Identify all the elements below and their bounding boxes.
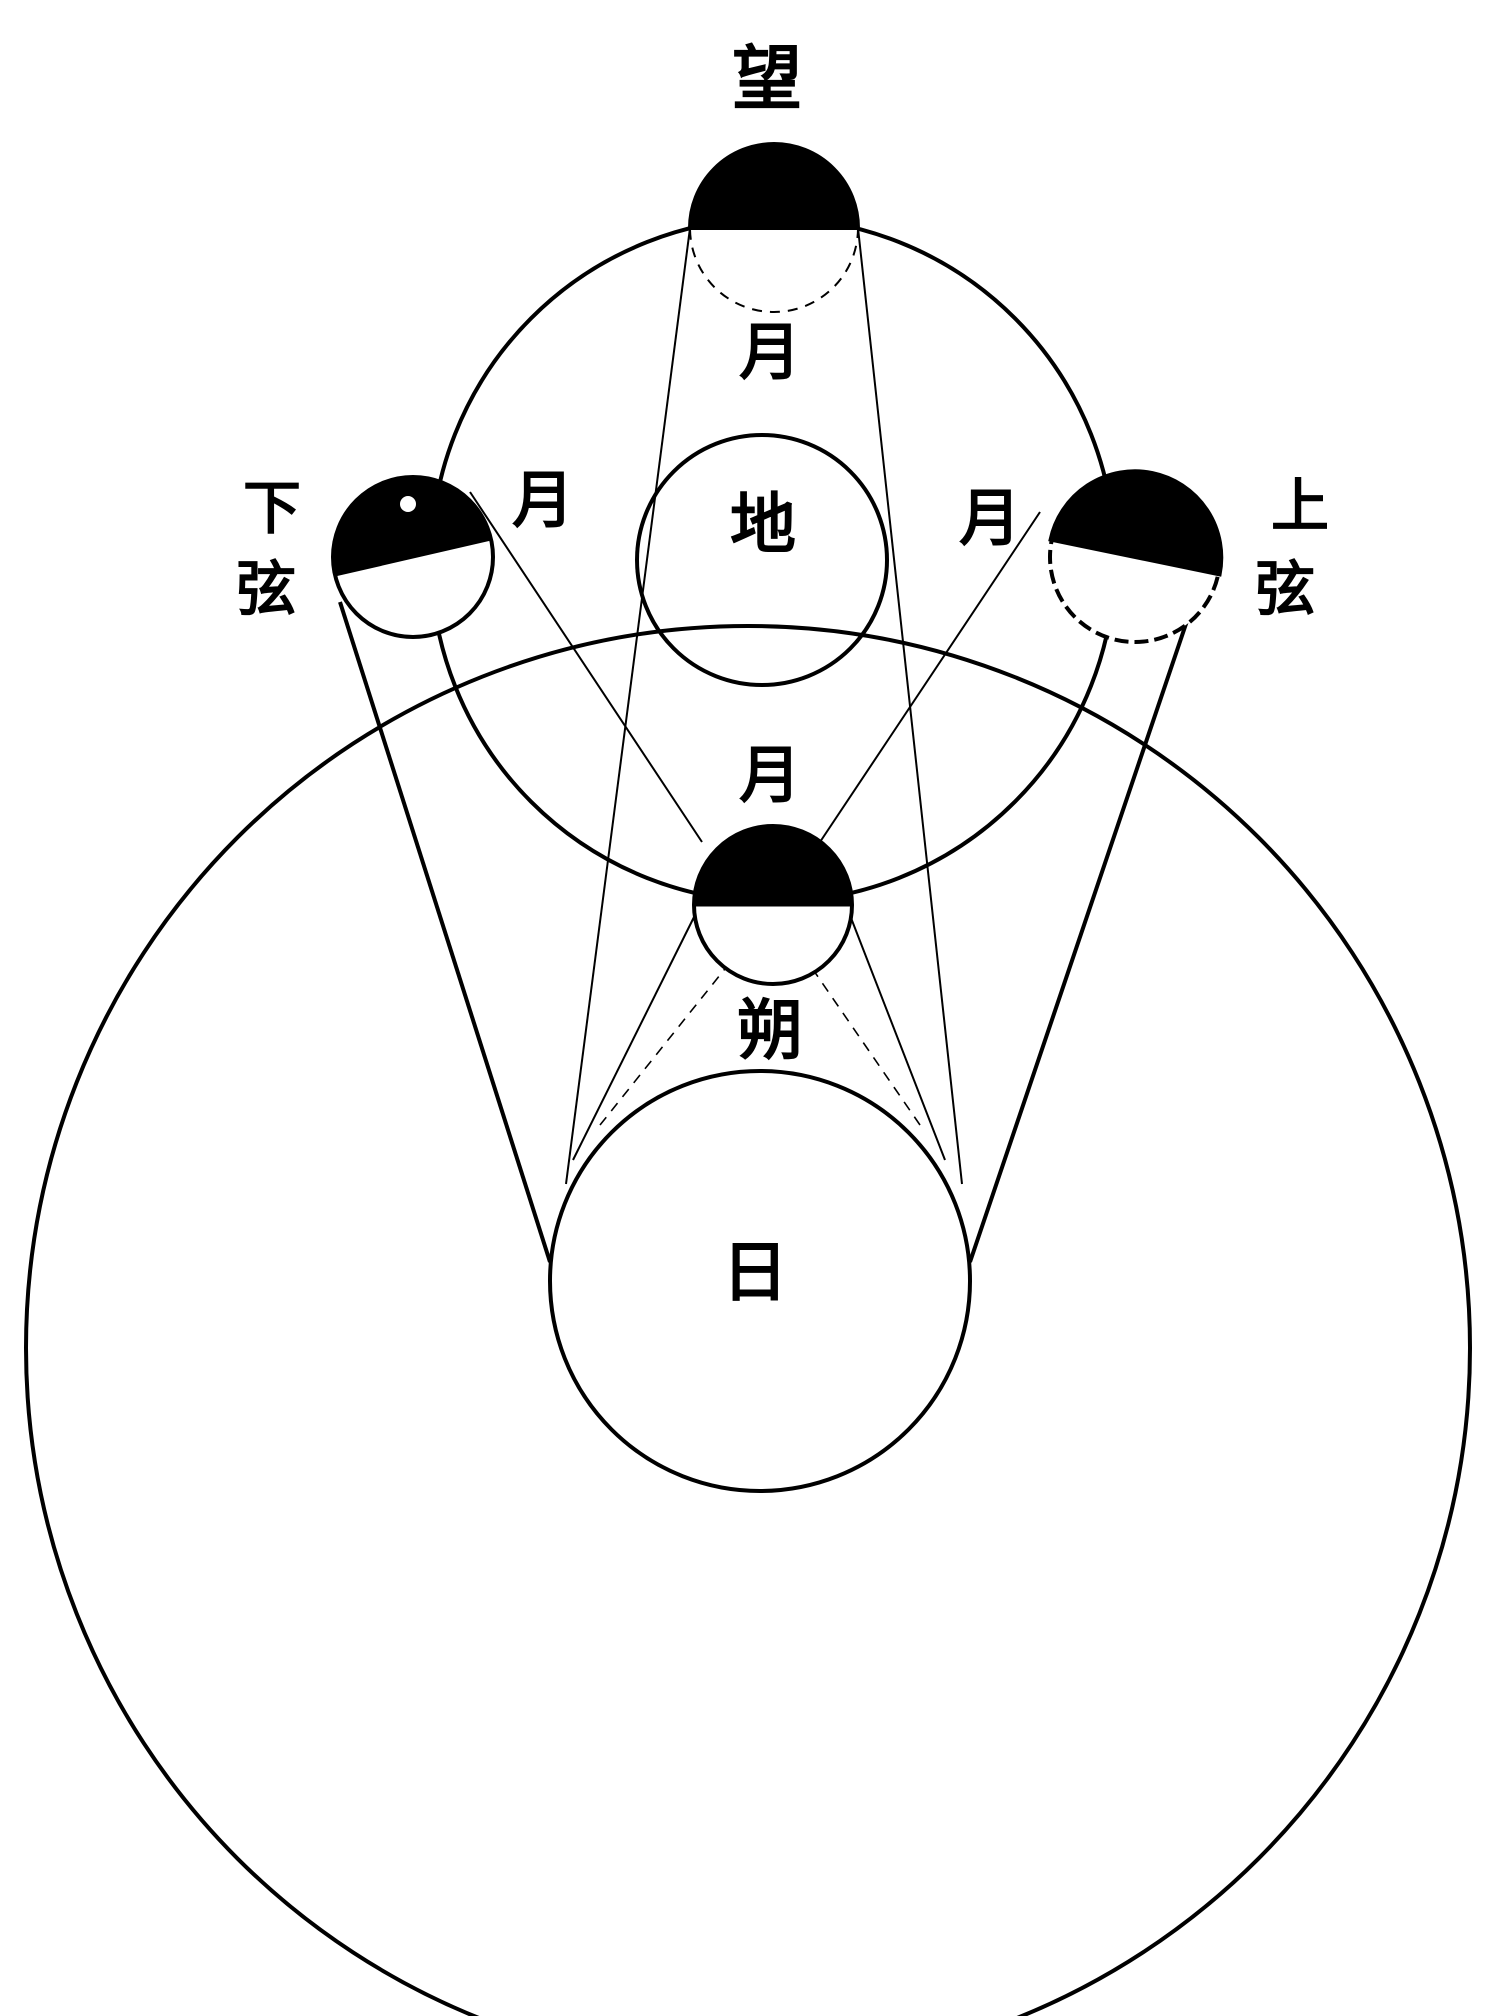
label-moon-bottom: 月 bbox=[739, 739, 801, 812]
label-first-quarter-1: 上 bbox=[1271, 472, 1329, 540]
label-full-moon: 望 bbox=[732, 37, 802, 120]
ray-sun-to-first-quarter-outer bbox=[968, 611, 1192, 1263]
label-first-quarter-2: 弦 bbox=[1255, 555, 1315, 625]
label-moon-top: 月 bbox=[739, 316, 801, 389]
full-moon-dark-half bbox=[687, 142, 861, 230]
outer-circle bbox=[24, 624, 1472, 2016]
new-moon-dark-half bbox=[692, 824, 854, 907]
ray-sun-to-new-moon-right bbox=[845, 904, 946, 1161]
full-moon bbox=[687, 142, 861, 313]
last-quarter-moon bbox=[331, 475, 495, 639]
label-last-quarter-2: 弦 bbox=[236, 555, 296, 625]
label-new-moon: 朔 bbox=[737, 991, 803, 1069]
label-moon-left: 月 bbox=[512, 464, 574, 537]
ray-sun-to-full-moon-left bbox=[565, 227, 691, 1185]
sun-circle bbox=[548, 1069, 972, 1493]
label-sun: 日 bbox=[722, 1233, 788, 1311]
label-last-quarter-1: 下 bbox=[243, 474, 301, 542]
last-quarter-moon-spot bbox=[400, 496, 416, 512]
first-quarter-moon-dark-half bbox=[1048, 469, 1224, 577]
ray-sun-to-first-quarter-inner bbox=[819, 511, 1041, 843]
new-moon bbox=[692, 824, 854, 986]
earth-circle bbox=[635, 433, 889, 687]
label-moon-right: 月 bbox=[959, 482, 1021, 555]
ray-sun-to-new-moon-left bbox=[572, 904, 701, 1161]
first-quarter-moon bbox=[1048, 469, 1224, 644]
ray-sun-to-last-quarter-inner bbox=[469, 491, 703, 843]
last-quarter-moon-dark-half bbox=[331, 475, 493, 577]
ray-sun-to-last-quarter-outer bbox=[338, 601, 552, 1263]
label-earth: 地 bbox=[730, 485, 796, 563]
ray-sun-to-new-moon-inner-left bbox=[599, 909, 773, 1126]
